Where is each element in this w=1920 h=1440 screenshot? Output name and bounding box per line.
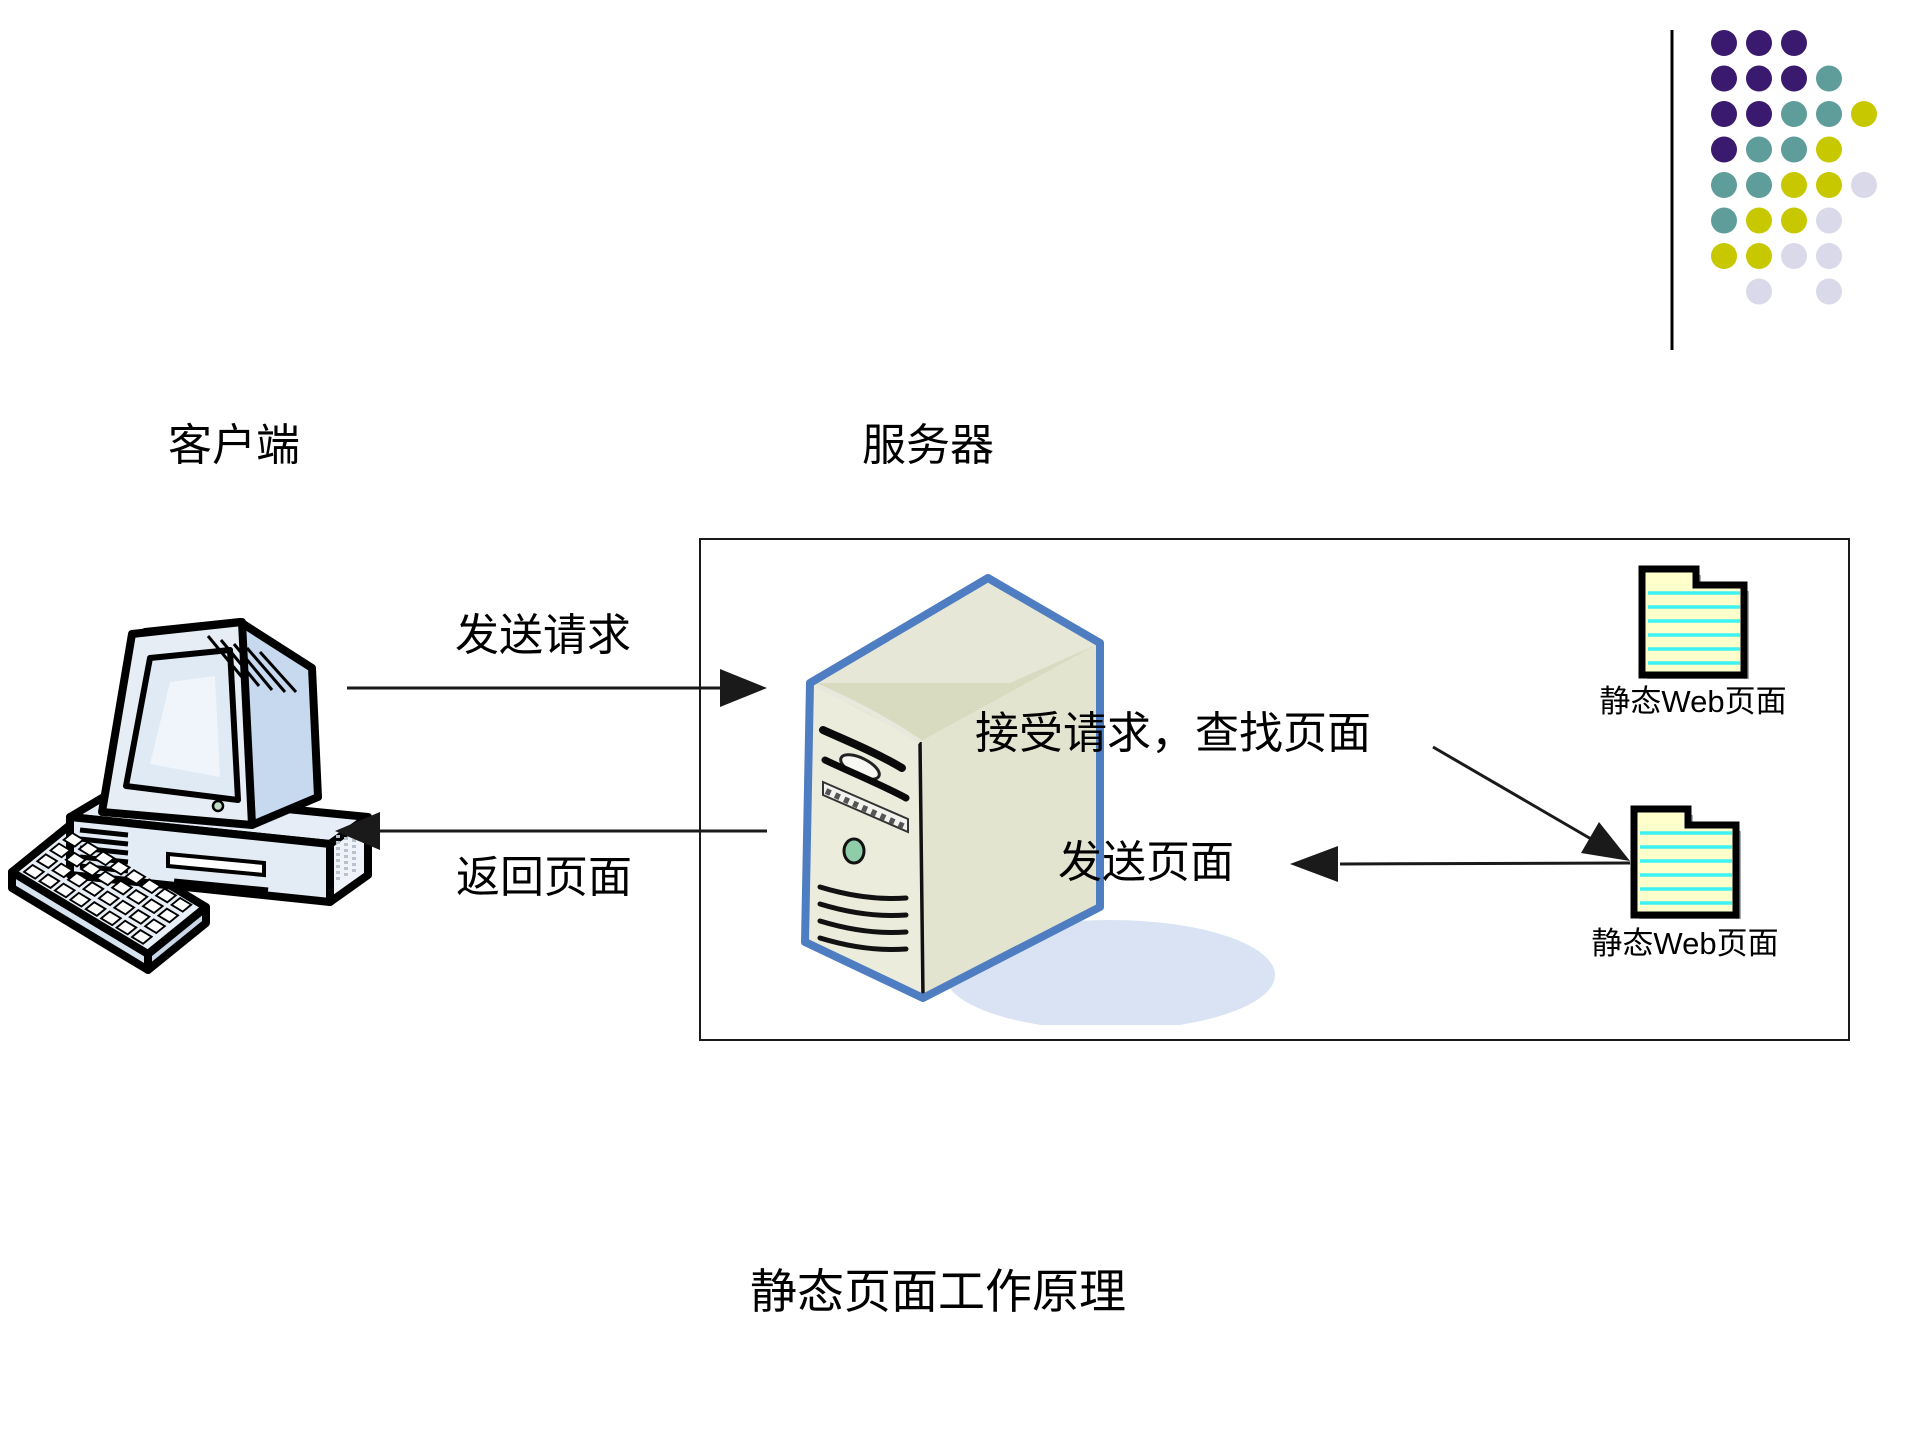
document-file-icon-bottom	[1630, 805, 1741, 919]
server-boundary-box	[699, 538, 1850, 1041]
bottom-vents	[817, 884, 909, 953]
server-caption: 服务器	[862, 421, 994, 470]
decorative-dot	[1851, 172, 1877, 198]
decorative-dot	[1816, 278, 1842, 305]
server-front-details	[817, 726, 910, 953]
power-light	[211, 799, 225, 813]
send-request-label: 发送请求	[455, 611, 631, 660]
return-page-label: 返回页面	[456, 853, 632, 902]
client-caption: 客户端	[168, 421, 300, 470]
decorative-dot	[1711, 30, 1737, 56]
screen-glare	[150, 676, 220, 777]
decorative-dot	[1746, 172, 1772, 198]
decorative-dot	[1711, 136, 1737, 163]
decorative-dot	[1851, 101, 1877, 127]
decorative-dot	[1781, 30, 1807, 56]
server-tower-icon	[801, 574, 1275, 1025]
power-button	[842, 837, 866, 865]
desktop-computer-icon	[8, 618, 372, 974]
decorative-dot	[1711, 65, 1737, 92]
decorative-dot	[1781, 136, 1807, 163]
decorative-dot	[1816, 207, 1842, 234]
cd-drive-slot-2	[821, 756, 910, 802]
decorative-dot	[1781, 65, 1807, 92]
cd-drive-slot	[819, 726, 906, 772]
slide-title: 静态页面工作原理	[750, 1267, 1126, 1319]
decorative-dot	[1816, 172, 1842, 198]
static-web-page-label-bottom: 静态Web页面	[1591, 926, 1779, 961]
static-web-page-label-top: 静态Web页面	[1599, 684, 1787, 719]
decorative-dot	[1816, 65, 1842, 92]
decorative-dot	[1816, 243, 1842, 269]
decorative-dot	[1746, 101, 1772, 127]
decorative-dot	[1746, 207, 1772, 234]
document-file-icon-top	[1638, 565, 1749, 679]
decorative-dot	[1746, 136, 1772, 163]
decorative-dot	[1746, 278, 1772, 305]
slot-line	[173, 878, 269, 895]
send-page-label: 发送页面	[1058, 838, 1234, 887]
decorative-dot	[1711, 207, 1737, 234]
receive-find-label: 接受请求，查找页面	[975, 709, 1371, 758]
file-text-lines	[1648, 591, 1740, 665]
decorative-dot	[1711, 172, 1737, 198]
decorative-dot	[1816, 101, 1842, 127]
decorative-dot	[1711, 243, 1737, 269]
decorative-dot	[1816, 136, 1842, 163]
dots-decoration	[1670, 30, 1877, 350]
decorative-dot	[1781, 243, 1807, 269]
decorative-dot	[1746, 243, 1772, 269]
decorative-dot	[1746, 30, 1772, 56]
decorative-dot	[1746, 65, 1772, 92]
keyboard-keys	[22, 831, 193, 945]
decorative-dot	[1781, 207, 1807, 234]
decorative-dot	[1781, 172, 1807, 198]
drive-slot	[166, 851, 266, 878]
decorative-dot	[1711, 101, 1737, 127]
dot-grid	[1711, 30, 1877, 305]
decorative-dot	[1781, 101, 1807, 127]
file-text-lines	[1640, 831, 1732, 905]
monitor-vents	[206, 635, 298, 694]
